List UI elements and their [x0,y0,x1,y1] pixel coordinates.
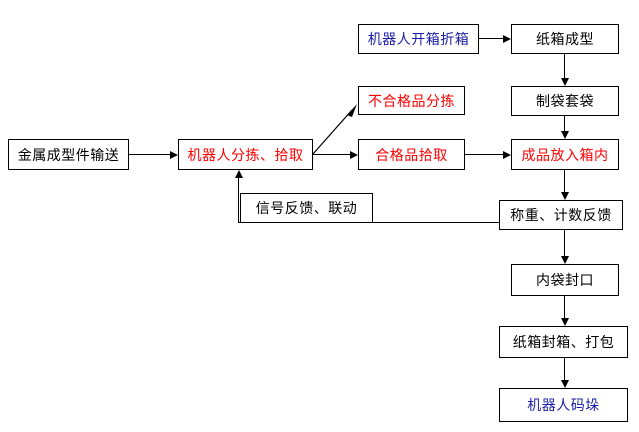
arrowhead-metal-feed-to-robot [170,151,178,159]
node-label-robot-palletizing: 机器人码垛 [527,397,600,413]
edge-metal-feed-to-robot [129,154,171,155]
edge-robot-to-qualified [313,154,351,155]
node-label-signal-feedback-linkage: 信号反馈、联动 [255,200,358,216]
edge-feedback-vertical [238,178,239,223]
arrowhead-forming-to-bag [561,78,569,86]
edge-bag-to-product-box [564,116,565,132]
node-label-metal-feed: 金属成型件输送 [17,146,120,163]
node-bag-making[interactable]: 制袋套袋 [511,86,619,116]
node-qualified-pick[interactable]: 合格品拾取 [358,139,465,170]
edge-open-fold-to-forming [479,38,503,39]
arrowhead-open-fold-to-forming [503,35,511,43]
edge-seal-pack-to-palletizing [564,358,565,380]
node-label-qualified-pick: 合格品拾取 [375,146,448,163]
arrowhead-seal-pack-to-palletizing [561,380,569,388]
node-label-bag-making: 制袋套袋 [536,93,594,109]
node-label-carton-seal-pack: 纸箱封箱、打包 [512,334,615,350]
edge-inner-bag-to-seal-pack [564,296,565,318]
node-label-robot-sort-pick: 机器人分拣、拾取 [187,146,304,163]
node-inner-bag-sealing[interactable]: 内袋封口 [511,264,619,296]
edge-product-box-to-weigh [564,170,565,192]
node-weigh-count-feedback[interactable]: 称重、计数反馈 [499,200,623,230]
edge-forming-to-bag [564,54,565,79]
edge-weigh-to-inner-bag [564,230,565,256]
node-product-into-box[interactable]: 成品放入箱内 [511,139,619,170]
node-label-reject-sort: 不合格品分拣 [368,92,455,109]
node-robot-palletizing[interactable]: 机器人码垛 [499,388,628,422]
node-label-inner-bag-sealing: 内袋封口 [536,272,594,288]
arrowhead-bag-to-product-box [561,131,569,139]
node-label-product-into-box: 成品放入箱内 [521,146,609,163]
edge-qualified-to-product-box [465,154,503,155]
arrowhead-product-box-to-weigh [561,192,569,200]
arrowhead-feedback-to-robot [235,170,243,178]
node-metal-feed[interactable]: 金属成型件输送 [8,139,129,170]
node-label-carton-forming: 纸箱成型 [536,31,594,47]
arrowhead-robot-to-qualified [350,151,358,159]
arrowhead-weigh-to-inner-bag [561,256,569,264]
node-signal-feedback-linkage[interactable]: 信号反馈、联动 [240,193,373,223]
arrowhead-qualified-to-product-box [503,151,511,159]
node-robot-open-fold-carton[interactable]: 机器人开箱折箱 [358,24,479,54]
arrowhead-inner-bag-to-seal-pack [561,318,569,326]
node-carton-seal-pack[interactable]: 纸箱封箱、打包 [499,326,628,358]
node-reject-sort[interactable]: 不合格品分拣 [358,86,465,115]
node-robot-sort-pick[interactable]: 机器人分拣、拾取 [178,139,313,170]
node-label-robot-open-fold-carton: 机器人开箱折箱 [367,31,470,47]
node-carton-forming[interactable]: 纸箱成型 [511,24,619,54]
node-label-weigh-count-feedback: 称重、计数反馈 [510,207,612,223]
